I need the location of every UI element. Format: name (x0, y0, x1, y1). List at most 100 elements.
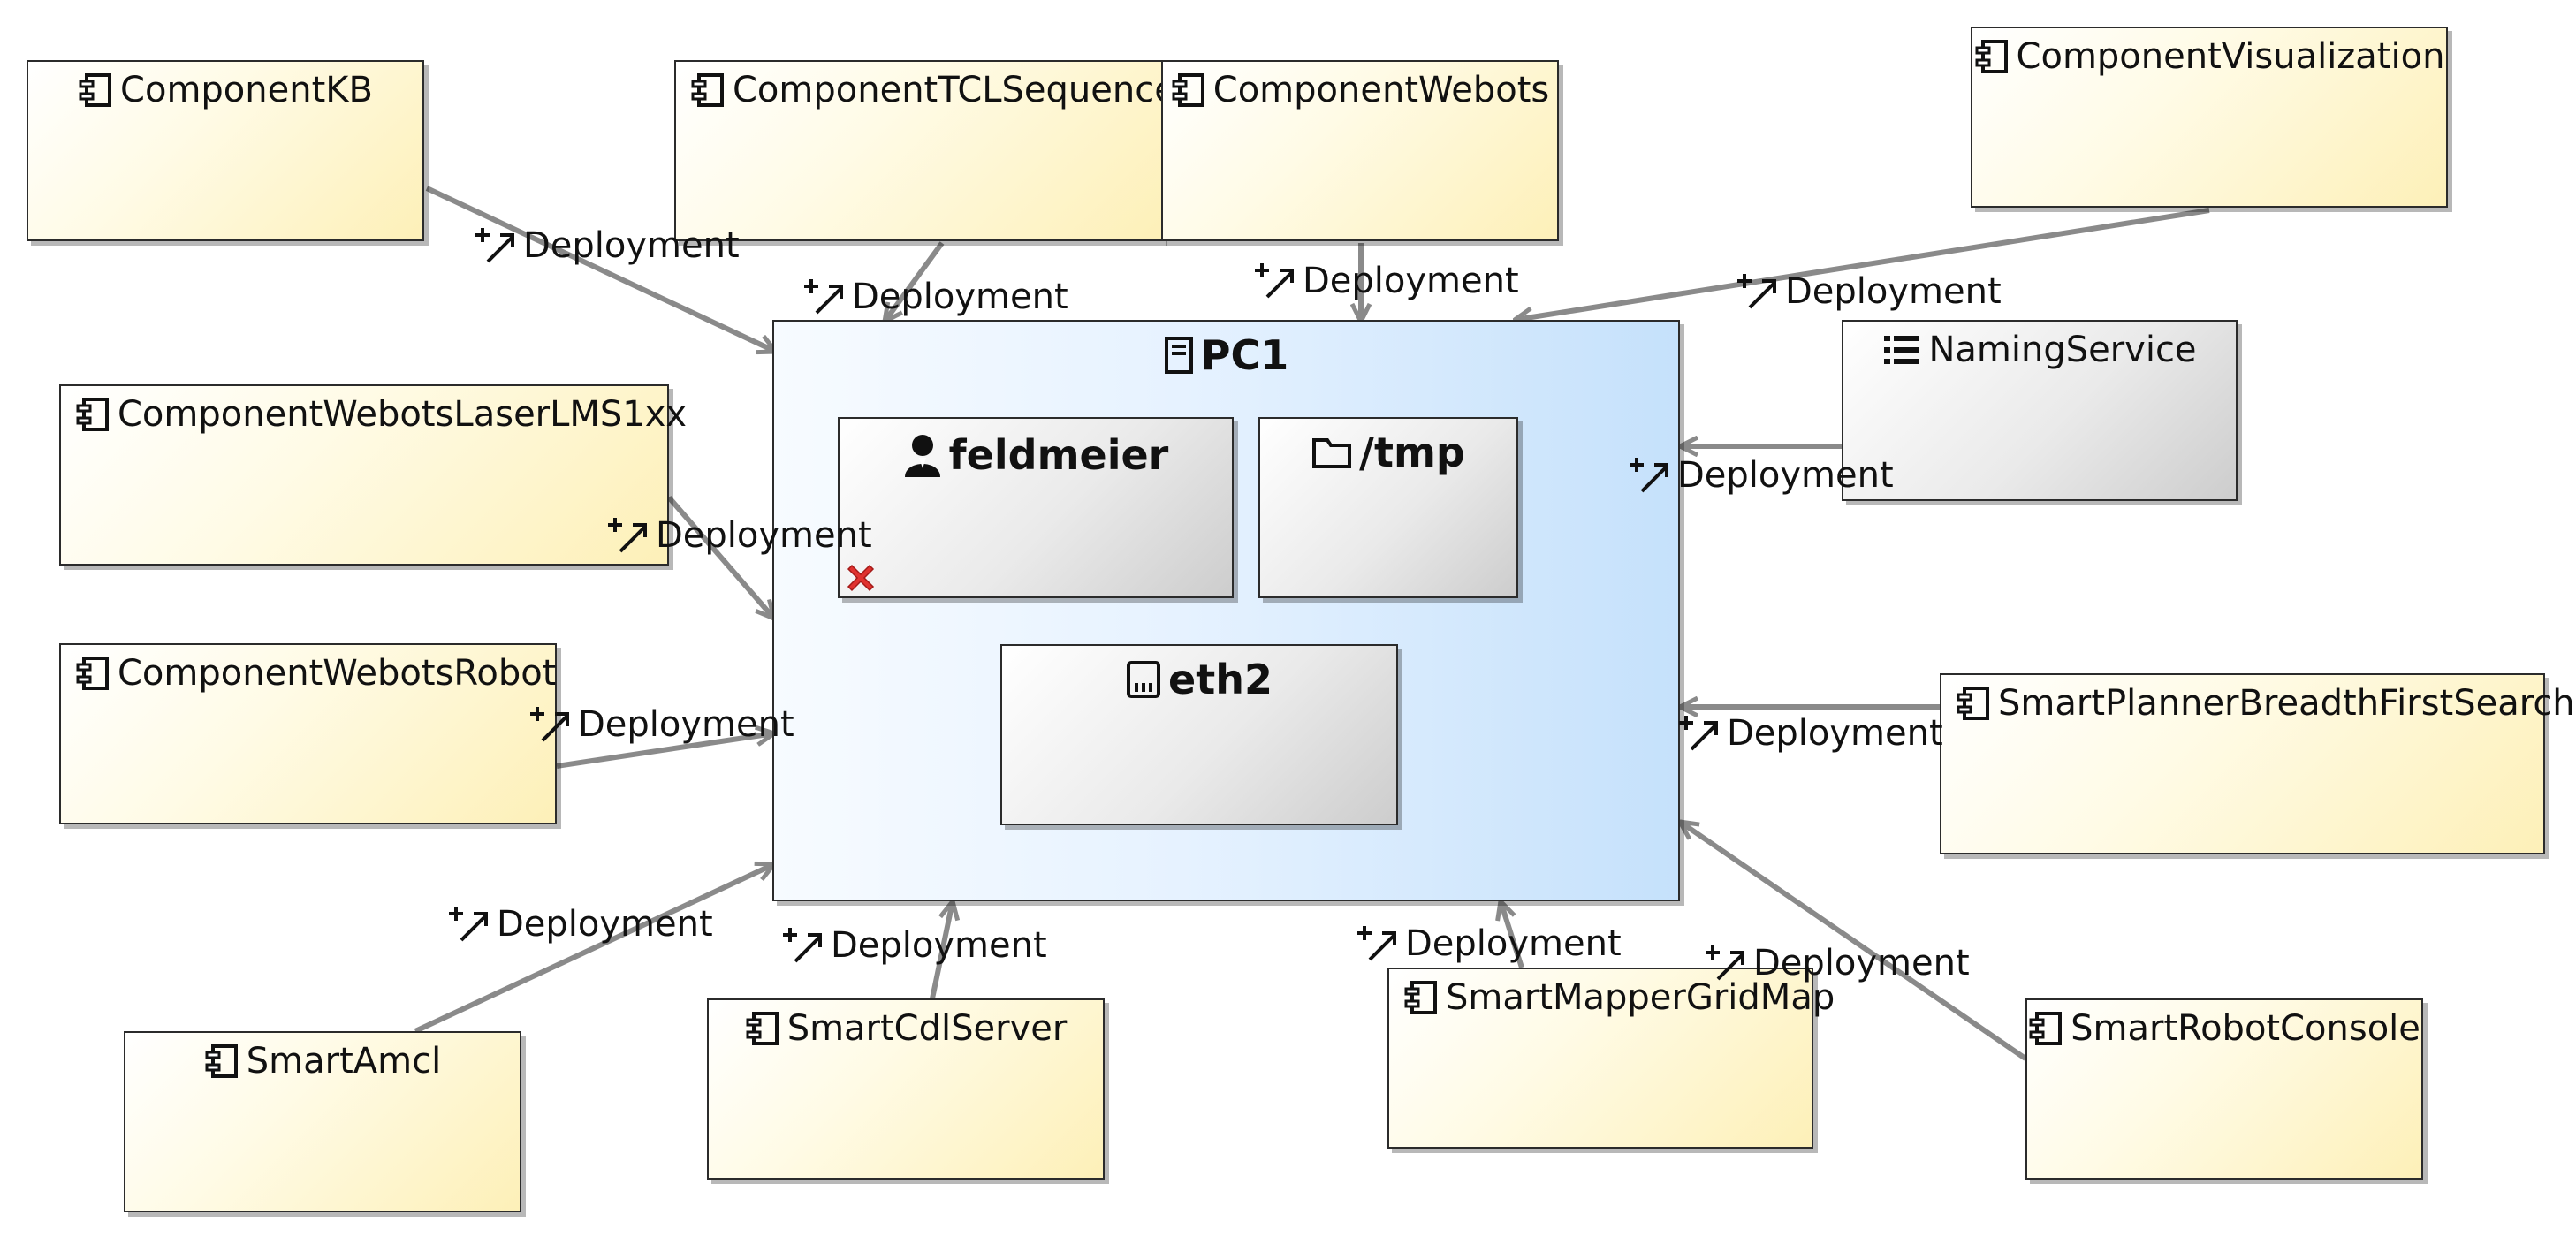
edge-label-amcl: Deployment (449, 905, 713, 944)
deployment-icon (1255, 262, 1296, 300)
nic-title: eth2 (1002, 656, 1396, 703)
component-console-label: SmartRobotConsole (2071, 1008, 2420, 1049)
component-webots-box[interactable]: ComponentWebots (1161, 60, 1559, 241)
deployment-icon (1737, 272, 1778, 311)
deployment-icon (783, 926, 824, 965)
edge-label-planner: Deployment (1679, 714, 1943, 753)
pc1-label: PC1 (1200, 331, 1289, 379)
component-robot-label: ComponentWebotsRobot (118, 653, 557, 694)
network-card-icon (1126, 660, 1161, 699)
edge-label-naming: Deployment (1630, 456, 1894, 495)
component-icon (690, 72, 726, 108)
component-icon (745, 1011, 780, 1046)
edge-label-webots: Deployment (1255, 262, 1519, 300)
edge-console-pc1[interactable] (1680, 822, 2027, 1061)
component-planner-box[interactable]: SmartPlannerBreadthFirstSearch (1940, 673, 2575, 854)
component-amcl-box[interactable]: SmartAmcl (124, 1031, 521, 1212)
server-icon (1164, 336, 1194, 375)
edge-label-console: Deployment (1706, 944, 1970, 983)
component-icon (1956, 686, 1991, 721)
component-console-title: SmartRobotConsole (2027, 1009, 2421, 1048)
edge-visualization-pc1[interactable] (1515, 208, 2210, 320)
component-mapper-label: SmartMapperGridMap (1446, 977, 1835, 1018)
edge-label-mapper: Deployment (1357, 924, 1622, 963)
component-webots-title: ComponentWebots (1163, 71, 1557, 110)
edge-label-robot: Deployment (530, 705, 794, 744)
edge-label-tcl: Deployment (804, 277, 1068, 316)
deployment-icon (475, 226, 516, 265)
component-tcl-label: ComponentTCLSequence (733, 70, 1176, 110)
component-mapper-title: SmartMapperGridMap (1403, 978, 1835, 1017)
folder-label: /tmp (1359, 429, 1465, 476)
edge-cdl-pc1[interactable] (930, 901, 953, 999)
list-icon (1882, 332, 1921, 368)
edge-label-laser: Deployment (608, 516, 872, 555)
component-planner-title: SmartPlannerBreadthFirstSearch (1956, 684, 2575, 723)
error-cross-icon (843, 560, 878, 599)
user-label: feldmeier (948, 431, 1169, 479)
deployment-icon (608, 516, 649, 555)
component-webots-label: ComponentWebots (1212, 70, 1550, 110)
deployment-icon (449, 905, 490, 944)
component-icon (75, 397, 110, 432)
component-cdl-label: SmartCdlServer (786, 1008, 1068, 1049)
component-icon (1171, 72, 1206, 108)
edge-label-kb: Deployment (475, 226, 740, 265)
deployment-icon (1630, 456, 1670, 495)
component-visualization-title: ComponentVisualization (1972, 37, 2446, 76)
component-icon (1974, 39, 2010, 74)
component-laser-label: ComponentWebotsLaserLMS1xx (118, 394, 688, 435)
edge-kb-pc1[interactable] (425, 186, 776, 352)
edge-tcl-pc1[interactable] (885, 241, 945, 322)
component-amcl-title: SmartAmcl (125, 1042, 520, 1081)
component-tcl-box[interactable]: ComponentTCLSequence (674, 60, 1176, 241)
component-icon (78, 72, 113, 108)
component-visualization-label: ComponentVisualization (2016, 36, 2445, 77)
component-visualization-box[interactable]: ComponentVisualization (1971, 27, 2448, 208)
deployment-icon (530, 705, 571, 744)
nic-box[interactable]: eth2 (1000, 644, 1398, 825)
deployment-icon (1357, 924, 1398, 963)
component-icon (2028, 1011, 2063, 1046)
component-robot-title: ComponentWebotsRobot (75, 654, 556, 693)
naming-service-label: NamingService (1928, 330, 2197, 370)
pc1-title: PC1 (774, 331, 1678, 379)
component-icon (1403, 980, 1439, 1015)
component-tcl-title: ComponentTCLSequence (690, 71, 1176, 110)
user-box[interactable]: feldmeier (838, 417, 1234, 598)
user-title: feldmeier (840, 433, 1232, 477)
edge-amcl-pc1[interactable] (414, 864, 774, 1034)
folder-box[interactable]: /tmp (1258, 417, 1518, 598)
deployment-icon (1706, 944, 1746, 983)
edge-label-visualization: Deployment (1737, 272, 2002, 311)
folder-title: /tmp (1260, 429, 1516, 476)
edge-robot-pc1[interactable] (556, 733, 774, 769)
component-amcl-label: SmartAmcl (246, 1041, 442, 1082)
edge-mapper-pc1[interactable] (1501, 901, 1524, 968)
deployment-icon (804, 277, 845, 316)
component-kb-box[interactable]: ComponentKB (27, 60, 424, 241)
user-icon (903, 433, 942, 477)
component-icon (204, 1044, 239, 1079)
pc1-node[interactable]: PC1 feldmeier /tmp (772, 320, 1680, 901)
component-mapper-box[interactable]: SmartMapperGridMap (1387, 968, 1835, 1149)
component-kb-label: ComponentKB (120, 70, 373, 110)
component-console-box[interactable]: SmartRobotConsole (2025, 998, 2423, 1180)
component-kb-title: ComponentKB (28, 71, 422, 110)
folder-icon (1311, 435, 1352, 470)
component-cdl-title: SmartCdlServer (709, 1009, 1103, 1048)
edge-label-cdl: Deployment (783, 926, 1047, 965)
component-icon (75, 656, 110, 691)
edge-laser-pc1[interactable] (666, 496, 774, 619)
component-laser-box[interactable]: ComponentWebotsLaserLMS1xx (59, 384, 687, 566)
component-cdl-box[interactable]: SmartCdlServer (707, 998, 1105, 1180)
component-laser-title: ComponentWebotsLaserLMS1xx (75, 395, 687, 434)
component-robot-box[interactable]: ComponentWebotsRobot (59, 643, 557, 824)
naming-service-box[interactable]: NamingService (1842, 320, 2238, 501)
component-planner-label: SmartPlannerBreadthFirstSearch (1998, 683, 2575, 724)
naming-service-title: NamingService (1843, 330, 2236, 369)
nic-label: eth2 (1168, 656, 1273, 703)
deployment-icon (1679, 714, 1720, 753)
